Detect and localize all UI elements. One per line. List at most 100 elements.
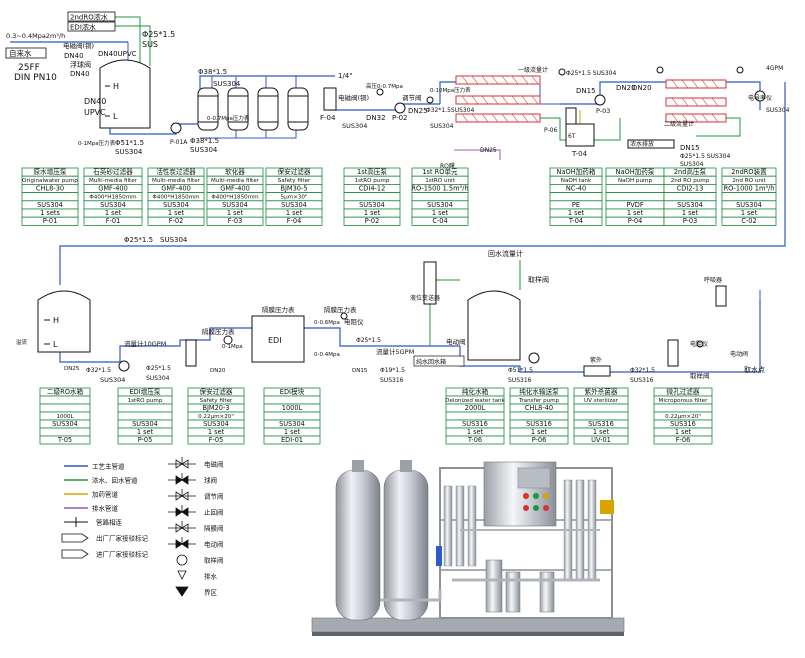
legend-line-label: 工艺主管道 [92,462,125,471]
edi-label: EDI [268,336,282,345]
sus304-b: SUS304 [190,146,218,154]
mid-sample-pt: 取水点 [744,365,765,374]
mid-flow-5gpm: 流量计5GPM [376,347,414,356]
dn15-label: DN15 [576,87,596,95]
bot-eq-uv-01-qty: 1 set [593,428,610,436]
raw-water-tank: H L [99,59,151,129]
legend-valve-1: 球阀 [168,473,217,485]
dn40-b: DN40 [70,70,90,78]
mid-cond: 电阻仪 [690,340,708,348]
bot-eq-t-06-code: T-06 [467,436,482,444]
top-eq-f-04-mat: SUS304 [281,201,307,209]
mid-sample-valve: 取样阀 [528,275,549,284]
bot-eq-f-06-mat: SUS316 [670,420,696,428]
gauge-01: 0-1Mpa压力表 [78,139,116,147]
top-eq-p-04-title: NaOH加药泵 [616,167,655,176]
top-eq-p-04-qty: 1 set [627,209,644,217]
mid-return-water: 纯水回水箱 [416,358,446,366]
legend-valve-label: 电磁阀 [204,460,224,469]
bot-eq-f-06-title: 微孔过滤器 [667,387,700,396]
dosing-tank-num: 6T [568,133,576,140]
legend-valve-2: 调节阀 [168,489,224,501]
sus304-f: SUS304 [680,161,704,168]
mid-level: 液位变送器 [410,294,440,302]
inlet-label: 自来水 [9,48,32,58]
top-eq-p-01-title: 原水增压泵 [34,167,67,176]
bot-eq-f-06-size: 0.22μm×20" [665,414,701,420]
bot-eq-uv-01-title: 紫外杀菌器 [585,387,618,396]
legend-valve-label: 取样阀 [204,556,224,565]
top-eq-p-04-sub: NaOH pump [618,178,653,184]
mid-sus316-c: SUS316 [630,377,654,384]
bot-eq-f-05-size: 0.22μm×20" [198,414,234,420]
mid-pipe-51: Φ51*1.5 [508,367,533,374]
bot-eq-t-05-mat: SUS304 [52,420,78,428]
legend-valve-label: 界区 [204,589,218,597]
mid-pipe-251: Φ25*1.5 [146,365,171,372]
top-eq-f-02-sub: Multi-media filter [152,178,201,184]
p02-label: P-02 [392,114,408,122]
top-eq-p-02-sub: 1stRO pump [355,178,390,184]
valve-elec-b: 电磁阀(铜) [338,93,369,102]
top-eq-f-03-sub: Multi-media filter [211,178,260,184]
top-eq-f-03-model: GMF-400 [220,184,250,192]
inch-14: 1/4" [338,72,353,80]
top-eq-f-02-mat: SUS304 [163,201,189,209]
mid-diaphragm: 隔膜压力表 [202,327,235,336]
bot-eq-p-06-model: CHL8-40 [525,404,553,412]
legend-valve-label: 隔膜阀 [204,524,224,533]
legend-misc-label: 进厂厂家接驳标记 [96,550,149,559]
p06-label: P-06 [544,127,557,134]
valve-adj-label: 调节阀 [402,93,422,102]
top-eq-f-01-code: F-01 [106,217,121,225]
legend-valve-label: 止回阀 [204,508,224,517]
top-eq-p-01-code: P-01 [43,217,58,225]
top-eq-p-01-mat: SUS304 [37,201,63,209]
legend-valve-5: 电动阀 [168,537,224,549]
bot-eq-t-05-title: 二级RO水箱 [47,387,84,396]
flange-std: DIN PN10 [14,73,57,83]
bot-eq-f-05-title: 保安过滤器 [200,387,233,396]
top-eq-t-04-title: NaOH加药箱 [557,167,596,176]
top-eq-p-03-code: P-03 [683,217,698,225]
dosing-tank [565,107,595,147]
top-eq-f-03-qty: 1 set [227,209,244,217]
legend-line-label: 排水管道 [92,504,119,513]
ro-membranes-2nd [665,79,727,123]
bot-eq-f-05-sub: Safety filter [200,398,233,404]
top-eq-p-03-sub: 2nd RO pump [671,178,710,184]
bot-eq-t-05-size: 1000L [56,414,74,420]
top-eq-f-03-code: F-03 [228,217,243,225]
mid-return-flow: 回水流量计 [488,249,523,258]
sus304-c: SUS304 [213,80,241,88]
legend-misc-2: 进厂厂家接驳标记 [61,550,149,559]
dn25-label: DN25 [408,107,428,115]
top-eq-p-03-mat: SUS304 [677,201,703,209]
mid-dn20: DN20 [210,368,226,374]
pipe-51-label: Φ51*1.5 [115,139,144,147]
mid-diaphragm-b: 隔膜压力表 [262,305,295,314]
pipe-38-b: Φ38*1.5 [190,137,219,145]
bot-eq-p-06-mat: SUS316 [526,420,552,428]
mid-sus304-b: SUS304 [146,375,170,382]
top-eq-f-03-size: Φ400*H1850mm [211,195,258,201]
bot-eq-p-06-code: P-06 [532,436,547,444]
top-eq-c-02-title: 2ndRO装置 [731,167,767,176]
mid-resist: 电阻仪 [344,317,364,326]
bot-eq-p-05-qty: 1 set [137,428,154,436]
inlet-pressure-label: 0.3~0.4Mpa2m³/h [6,32,65,40]
top-eq-f-01-mat: SUS304 [100,201,126,209]
top-eq-p-04-code: P-04 [628,217,643,225]
sus304-e: SUS304 [430,123,454,130]
ro-label: RO膜 [440,162,455,170]
